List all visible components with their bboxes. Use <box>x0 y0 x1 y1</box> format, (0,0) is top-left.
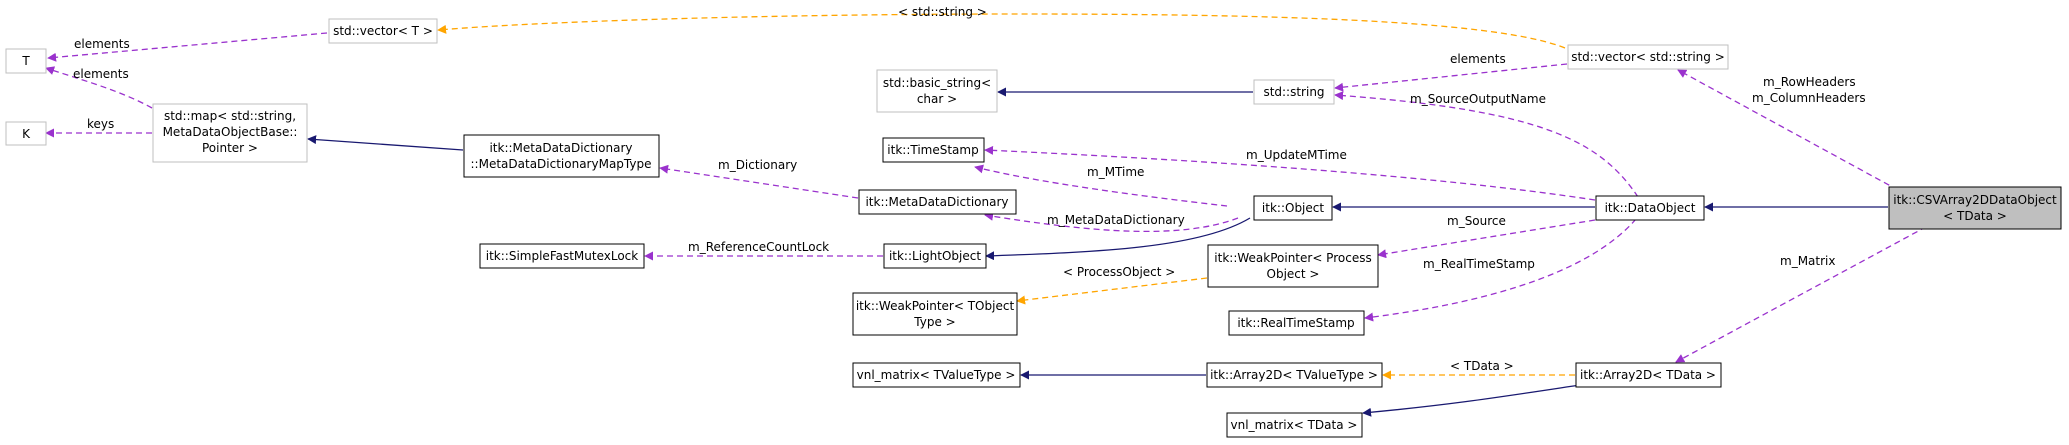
edge-csv-to-array2d-tdata <box>1675 221 1936 363</box>
edge-label-matrix: m_Matrix <box>1780 254 1835 268</box>
node-metadata-dictionary[interactable]: itk::MetaDataDictionary <box>858 189 1017 215</box>
edge-label-process-object: < ProcessObject > <box>1063 265 1175 279</box>
node-basic-string[interactable]: std::basic_string< char > <box>876 69 998 113</box>
node-mutex-lock[interactable]: itk::SimpleFastMutexLock <box>479 243 645 269</box>
edge-dataobject-to-timestamp <box>984 145 1596 201</box>
edge-object-to-timestamp <box>974 164 1228 207</box>
edge-object-to-mdd <box>984 211 1239 233</box>
svg-text:itk::LightObject: itk::LightObject <box>889 249 981 263</box>
node-light-object[interactable]: itk::LightObject <box>883 243 987 269</box>
edge-label-string-template: < std::string > <box>898 5 987 19</box>
svg-text:itk::RealTimeStamp: itk::RealTimeStamp <box>1237 316 1354 330</box>
svg-text:std::map< std::string,: std::map< std::string, <box>164 109 296 123</box>
svg-text:vnl_matrix< TData >: vnl_matrix< TData > <box>1231 418 1358 432</box>
edge-label-dictionary: m_Dictionary <box>718 158 797 172</box>
node-mdd-map-type[interactable]: itk::MetaDataDictionary ::MetaDataDictio… <box>463 134 660 178</box>
svg-text:std::vector< T >: std::vector< T > <box>333 24 433 38</box>
svg-text:< TData >: < TData > <box>1943 209 2007 223</box>
svg-text:itk::Object: itk::Object <box>1262 201 1324 215</box>
svg-text:itk::MetaDataDictionary: itk::MetaDataDictionary <box>865 195 1008 209</box>
edge-label-row-headers: m_RowHeaders <box>1763 75 1856 89</box>
node-weak-pointer-process[interactable]: itk::WeakPointer< Process Object > <box>1207 244 1379 288</box>
node-std-map[interactable]: std::map< std::string, MetaDataObjectBas… <box>152 103 308 163</box>
edge-vector-string-to-vector-t <box>437 13 1566 49</box>
node-vnl-matrix-tvaluetype[interactable]: vnl_matrix< TValueType > <box>852 362 1021 388</box>
svg-text:itk::Array2D< TData >: itk::Array2D< TData > <box>1580 368 1716 382</box>
svg-text:itk::WeakPointer< Process: itk::WeakPointer< Process <box>1214 251 1371 265</box>
edge-dataobject-to-realtimestamp <box>1364 218 1637 322</box>
node-vector-string[interactable]: std::vector< std::string > <box>1567 44 1729 70</box>
edge-dataobject-to-weakptr <box>1377 219 1596 259</box>
node-data-object[interactable]: itk::DataObject <box>1595 195 1705 221</box>
edge-dataobject-to-string <box>1334 91 1639 198</box>
node-real-timestamp[interactable]: itk::RealTimeStamp <box>1228 310 1365 336</box>
svg-text:std::basic_string<: std::basic_string< <box>883 76 991 90</box>
svg-text:::MetaDataDictionaryMapType: ::MetaDataDictionaryMapType <box>471 157 652 171</box>
node-weak-pointer-tobject[interactable]: itk::WeakPointer< TObject Type > <box>852 292 1018 336</box>
svg-text:itk::MetaDataDictionary: itk::MetaDataDictionary <box>489 141 632 155</box>
svg-text:char >: char > <box>917 92 957 106</box>
edge-csv-to-vector-string <box>1677 69 1899 191</box>
svg-text:std::string: std::string <box>1263 85 1324 99</box>
node-t[interactable]: T <box>5 48 47 74</box>
edge-object-to-lightobject <box>985 217 1251 261</box>
edge-mdd-to-maptype <box>659 164 859 199</box>
node-timestamp[interactable]: itk::TimeStamp <box>882 137 985 163</box>
svg-text:K: K <box>22 127 31 141</box>
svg-text:std::vector< std::string >: std::vector< std::string > <box>1571 50 1725 64</box>
node-itk-object[interactable]: itk::Object <box>1253 195 1333 221</box>
svg-text:Object >: Object > <box>1267 267 1320 281</box>
svg-text:itk::DataObject: itk::DataObject <box>1605 201 1696 215</box>
svg-text:itk::SimpleFastMutexLock: itk::SimpleFastMutexLock <box>486 249 639 263</box>
svg-text:T: T <box>21 54 30 68</box>
edge-vector-t-to-t <box>47 32 328 62</box>
edge-label-elements-vector: elements <box>74 37 130 51</box>
svg-text:itk::WeakPointer< TObject: itk::WeakPointer< TObject <box>856 299 1015 313</box>
edge-label-keys: keys <box>87 117 114 131</box>
svg-text:MetaDataObjectBase::: MetaDataObjectBase:: <box>163 125 298 139</box>
svg-text:vnl_matrix< TValueType >: vnl_matrix< TValueType > <box>857 368 1016 382</box>
node-csv-array2d-data-object[interactable]: itk::CSVArray2DDataObject < TData > <box>1888 186 2062 230</box>
edge-label-reference-count-lock: m_ReferenceCountLock <box>688 240 829 254</box>
svg-text:Pointer >: Pointer > <box>202 141 258 155</box>
edge-label-update-mtime: m_UpdateMTime <box>1246 148 1347 162</box>
edge-label-tdata-template: < TData > <box>1450 359 1514 373</box>
node-vector-t[interactable]: std::vector< T > <box>328 18 438 44</box>
svg-text:itk::TimeStamp: itk::TimeStamp <box>887 143 978 157</box>
edge-mapdtype-to-map <box>307 135 464 151</box>
svg-text:Type >: Type > <box>913 315 955 329</box>
node-std-string[interactable]: std::string <box>1253 79 1335 105</box>
node-array2d-tvaluetype[interactable]: itk::Array2D< TValueType > <box>1206 362 1383 388</box>
edge-label-source-output-name: m_SourceOutputName <box>1410 92 1546 106</box>
edge-label-source: m_Source <box>1447 214 1506 228</box>
edge-label-metadata-dictionary: m_MetaDataDictionary <box>1047 213 1185 227</box>
edge-label-elements-map: elements <box>73 67 129 81</box>
edge-weakptr-process-to-tobject <box>1016 277 1208 305</box>
svg-text:itk::Array2D< TValueType >: itk::Array2D< TValueType > <box>1210 368 1378 382</box>
node-vnl-matrix-tdata[interactable]: vnl_matrix< TData > <box>1226 412 1363 438</box>
edge-label-column-headers: m_ColumnHeaders <box>1752 91 1866 105</box>
node-k[interactable]: K <box>5 121 47 146</box>
edge-map-to-t <box>45 66 153 109</box>
node-array2d-tdata[interactable]: itk::Array2D< TData > <box>1575 362 1722 388</box>
edge-label-real-time-stamp: m_RealTimeStamp <box>1423 257 1535 271</box>
edge-label-elements-string: elements <box>1450 52 1506 66</box>
edge-vector-string-to-string <box>1334 63 1568 92</box>
edge-label-mtime: m_MTime <box>1087 165 1144 179</box>
svg-text:itk::CSVArray2DDataObject: itk::CSVArray2DDataObject <box>1893 193 2057 207</box>
edge-array2d-tdata-to-vnl <box>1362 384 1581 417</box>
